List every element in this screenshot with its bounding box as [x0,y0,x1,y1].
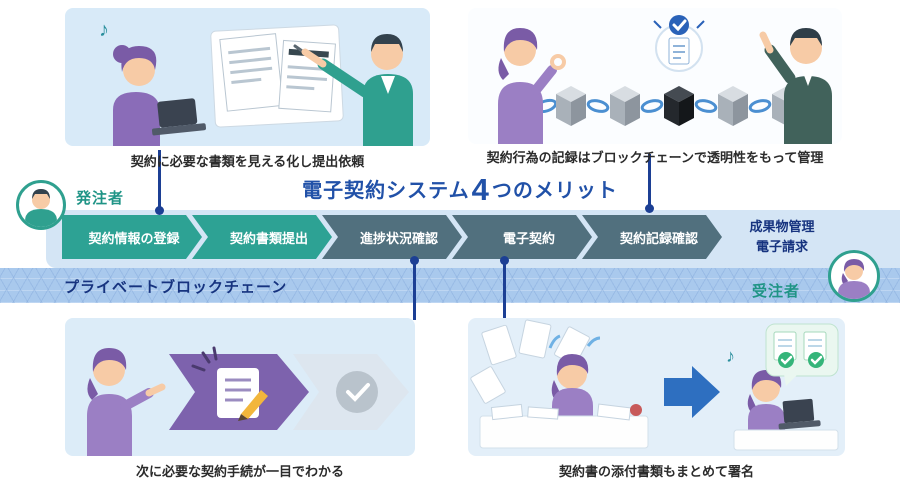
title-suffix: つのメリット [491,180,618,202]
transition-arrow-icon [664,366,720,418]
connector-bottom-right [503,260,506,320]
bottom-left-illustration [87,346,409,456]
caption-top-left: 契約に必要な書類を見える化し提出依頼 [130,154,365,169]
next-step-arrow-illustration [169,346,309,430]
documents-board-illustration [210,24,344,128]
pointing-person-illustration [759,28,832,144]
cluttered-desk-illustration [479,403,649,449]
flow-step-record-check: 契約記録確認 [582,215,722,259]
laptop-icon [151,98,207,136]
flying-papers-illustration [470,319,590,404]
bottom-right-illustration: ♪ [470,319,839,451]
flow-step-contract-info: 契約情報の登録 [62,215,202,259]
ok-gesture-person-illustration [498,28,566,144]
laptop-icon [778,398,821,430]
private-blockchain-label: プライベートブロックチェーン [64,279,288,296]
connector-dot-top-left [155,206,164,215]
flow-end-line1: 成果物管理 [749,219,815,234]
client-avatar [16,180,66,230]
completed-step-illustration [293,354,409,430]
contractor-avatar [828,250,880,302]
top-left-illustration: ♪ [99,19,413,146]
check-badge-icon [778,352,794,368]
music-note-icon: ♪ [726,346,735,366]
contractor-person-icon [838,259,870,299]
connector-bottom-left [413,260,416,320]
signed-documents-bubble-illustration [765,323,839,386]
presenter-illustration [293,34,413,146]
connector-dot-top-right [645,204,654,213]
top-right-illustration [498,15,832,144]
check-badge-icon [669,15,689,35]
pencil-icon [241,390,268,419]
private-blockchain-band [0,268,900,303]
title-number: 4 [471,172,490,207]
connector-top-right [648,154,651,212]
stamp-icon [630,404,642,416]
guide-person-illustration [87,348,166,456]
caption-bottom-right: 契約書の添付書類もまとめて署名 [558,464,754,479]
flow-step-e-contract: 電子契約 [452,215,592,259]
client-person-icon [25,189,57,227]
contractor-role-label: 受注者 [752,283,801,300]
flow-step-document-submit: 契約書類提出 [192,215,332,259]
flow-end-line2: 電子請求 [755,239,808,254]
caption-top-right: 契約行為の記録はブロックチェーンで透明性をもって管理 [486,150,824,165]
connector-top-left [158,150,161,212]
dark-block-cube-icon [664,86,694,126]
panel-bottom-right: ♪ [468,318,845,456]
block-cube-icon [556,86,802,126]
check-badge-icon [808,352,824,368]
client-role-label: 発注者 [76,190,125,207]
verified-document-icon [653,15,705,72]
flow-end-label: 成果物管理 電子請求 [722,217,842,257]
worker-at-laptop-illustration [113,45,207,146]
panel-top-right [468,8,842,144]
title-prefix: 電子契約システム [302,180,470,202]
music-note-icon: ♪ [99,19,109,41]
signing-person-illustration [733,370,839,451]
caption-bottom-left: 次に必要な契約手続が一目でわかる [135,464,344,479]
connector-dot-bottom-right [500,256,509,265]
flow-step-progress-check: 進捗状況確認 [322,215,462,259]
panel-bottom-left [65,318,415,456]
connector-dot-bottom-left [410,256,419,265]
panel-top-left: ♪ [65,8,430,146]
busy-person-illustration [548,334,601,418]
